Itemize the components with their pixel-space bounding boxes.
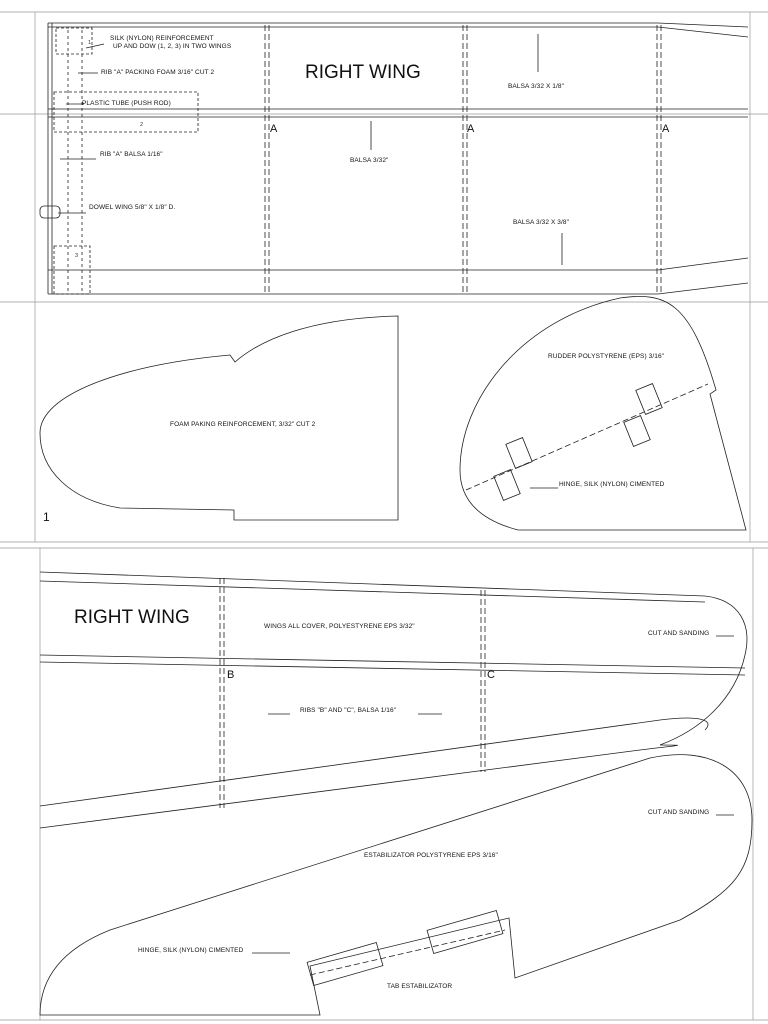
stabilizer-shape <box>40 755 752 1015</box>
label-hinge-rudder: HINGE, SILK (NYLON) CIMENTED <box>559 481 665 488</box>
label-balsa-3-32x1-8: BALSA 3/32 X 1/8" <box>508 83 565 90</box>
number-3: 3 <box>75 253 79 259</box>
sheet1-wing-title: RIGHT WING <box>305 62 421 83</box>
foam-reinforcement-shape <box>40 316 398 520</box>
wing-panel-2 <box>40 572 747 828</box>
rudder-shape <box>460 296 746 530</box>
label-dowel-wing: DOWEL WING 5/8" X 1/8" D. <box>89 204 176 211</box>
page-number: 1 <box>43 510 50 524</box>
label-balsa-3-32x3-8: BALSA 3/32 X 3/8" <box>513 219 570 226</box>
sheet1-frame <box>0 12 768 542</box>
label-cut-sanding-2: CUT AND SANDING <box>648 809 710 816</box>
label-ribs-b-c: RIBS "B" AND "C", BALSA 1/16" <box>300 707 397 714</box>
label-tab-estabilizator: TAB ESTABILIZATOR <box>387 983 453 990</box>
wing-panel-1 <box>40 23 748 294</box>
label-balsa-3-32: BALSA 3/32" <box>350 157 389 164</box>
number-2: 2 <box>140 122 144 128</box>
label-wings-cover: WINGS ALL COVER, POLYESTYRENE EPS 3/32" <box>264 623 415 630</box>
rib-marker-a-2: A <box>467 123 475 135</box>
rib-marker-c: C <box>487 669 495 681</box>
label-cut-sanding-1: CUT AND SANDING <box>648 630 710 637</box>
label-estabilizator: ESTABILIZATOR POLYSTYRENE EPS 3/16" <box>364 852 498 859</box>
label-rib-a-balsa: RIB "A" BALSA 1/16" <box>100 151 163 158</box>
label-plastic-tube: PLASTIC TUBE (PUSH ROD) <box>82 100 171 107</box>
label-rudder: RUDDER POLYSTYRENE (EPS) 3/16" <box>548 353 665 360</box>
rib-marker-b: B <box>227 669 235 681</box>
sheet2-frame <box>0 548 768 1020</box>
rib-marker-a-1: A <box>270 123 278 135</box>
rib-marker-a-3: A <box>662 123 670 135</box>
label-rib-a-foam: RIB "A" PACKING FOAM 3/16" CUT 2 <box>101 69 215 76</box>
label-hinge-stabilizer: HINGE, SILK (NYLON) CIMENTED <box>138 947 244 954</box>
number-1: 1 <box>88 40 92 46</box>
label-foam-reinforcement: FOAM PAKING REINFORCEMENT, 3/32" CUT 2 <box>170 421 316 428</box>
label-silk-reinforcement: SILK (NYLON) REINFORCEMENT UP AND DOW (1… <box>110 35 232 50</box>
sheet2-wing-title: RIGHT WING <box>74 607 190 628</box>
